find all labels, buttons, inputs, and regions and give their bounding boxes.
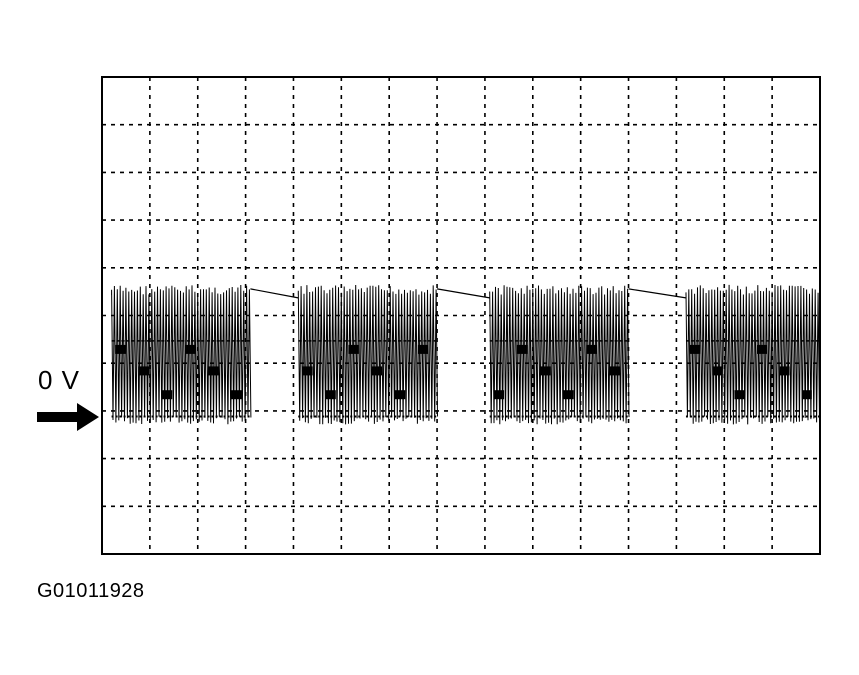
arrow-right-icon	[37, 403, 99, 431]
modulation-block	[586, 344, 597, 354]
pulse-burst	[111, 284, 252, 425]
pulse-train	[297, 284, 438, 425]
pulse-train	[489, 285, 630, 425]
modulation-block	[371, 366, 383, 376]
modulation-block	[302, 366, 313, 376]
modulation-block	[609, 366, 620, 376]
figure-id: G01011928	[37, 580, 145, 602]
modulation-block	[563, 390, 574, 400]
modulation-block	[348, 344, 359, 354]
modulation-block	[115, 344, 126, 354]
modulation-block	[801, 390, 812, 400]
pulse-burst	[297, 284, 438, 425]
zero-volt-label: 0 V	[38, 365, 81, 395]
modulation-block	[185, 344, 196, 354]
modulation-block	[734, 390, 745, 400]
modulation-block	[516, 344, 528, 354]
modulation-block	[208, 366, 219, 376]
pulse-burst	[489, 285, 630, 425]
plot-frame	[101, 76, 821, 555]
modulation-block	[690, 344, 701, 354]
modulation-block	[325, 390, 336, 400]
modulation-block	[712, 366, 723, 376]
decay-segment	[250, 288, 299, 299]
modulation-block	[540, 366, 551, 376]
decay-segment	[436, 288, 490, 299]
modulation-block	[138, 366, 150, 376]
waveform-trace	[111, 284, 820, 425]
modulation-block	[394, 390, 406, 400]
modulation-block	[779, 366, 790, 376]
pulse-train	[685, 284, 820, 425]
modulation-block	[493, 390, 505, 400]
modulation-block	[231, 390, 242, 400]
pulse-burst	[685, 284, 820, 425]
decay-segment	[628, 288, 687, 299]
pulse-train	[111, 284, 252, 425]
modulation-block	[417, 344, 429, 354]
modulation-block	[161, 390, 173, 400]
modulation-block	[757, 344, 768, 354]
